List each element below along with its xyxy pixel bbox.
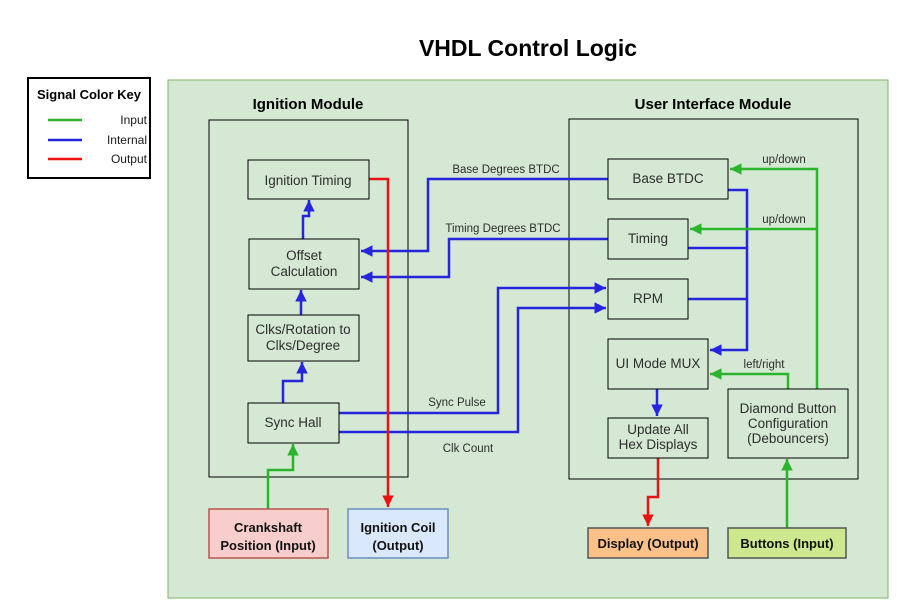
user-interface-module-box — [568, 118, 859, 480]
clk-count-label: Clk Count — [443, 443, 494, 455]
legend-box — [27, 77, 151, 179]
connector-updatehex-to-display — [642, 458, 660, 526]
offset-calculation-label-line1: Offset — [286, 248, 322, 263]
ui-mode-mux-label: UI Mode MUX — [616, 356, 701, 371]
diamond-button-block — [727, 388, 849, 459]
up-down-base-label: up/down — [762, 154, 805, 166]
connector-ignitiontiming-to-ignitioncoil — [369, 177, 394, 507]
user-interface-module-blocks: Base BTDC Timing RPM UI Mode MUX Update … — [607, 158, 849, 459]
crankshaft-position-input-box — [208, 508, 329, 559]
ignition-timing-block — [247, 159, 370, 200]
ignition-coil-label-line2: (Output) — [372, 538, 423, 553]
base-btdc-block — [607, 158, 729, 200]
io-terminal-boxes: Crankshaft Position (Input) Ignition Coi… — [208, 508, 847, 559]
crankshaft-label-line2: Position (Input) — [220, 538, 315, 553]
connector-offset-to-ignitiontiming — [301, 200, 315, 239]
base-btdc-label: Base BTDC — [632, 171, 704, 186]
ignition-coil-label-line1: Ignition Coil — [360, 520, 435, 535]
connector-clkcount-to-rpm — [339, 302, 606, 434]
offset-calculation-block — [248, 238, 360, 290]
legend-input-label: Input — [120, 113, 147, 127]
diamond-button-label-line1: Diamond Button — [740, 401, 837, 416]
display-output-box — [587, 527, 709, 559]
buttons-input-box — [727, 527, 847, 559]
sync-pulse-label: Sync Pulse — [428, 397, 486, 409]
buttons-input-label: Buttons (Input) — [740, 536, 833, 551]
ignition-coil-output-box — [347, 508, 449, 559]
connector-crankshaft-to-synchall — [266, 444, 299, 509]
timing-block — [607, 218, 689, 260]
update-hex-label-line2: Hex Displays — [619, 437, 698, 452]
input-signal-connectors — [266, 163, 819, 528]
base-degrees-btdc-label: Base Degrees BTDC — [452, 164, 559, 176]
ignition-module-blocks: Ignition Timing Offset Calculation Clks/… — [247, 159, 370, 444]
offset-calculation-label-line2: Calculation — [271, 264, 338, 279]
timing-degrees-btdc-label: Timing Degrees BTDC — [445, 223, 560, 235]
timing-label: Timing — [628, 231, 668, 246]
output-signal-connectors — [369, 177, 660, 526]
sync-hall-label: Sync Hall — [264, 415, 321, 430]
ui-mode-mux-block — [607, 338, 709, 390]
ignition-timing-label: Ignition Timing — [264, 173, 351, 188]
signal-text-labels: Base Degrees BTDC Timing Degrees BTDC Sy… — [428, 154, 806, 455]
internal-signal-connectors — [281, 177, 749, 434]
legend-internal-label: Internal — [107, 133, 147, 147]
left-right-label: left/right — [744, 359, 786, 371]
ignition-module-box — [208, 119, 409, 478]
connector-syncpulse-to-rpm — [339, 282, 606, 415]
connector-synchall-to-clksrotation — [281, 362, 308, 403]
update-hex-block — [607, 417, 709, 459]
legend-output-label: Output — [111, 152, 148, 166]
connector-basebtdc-to-offset — [361, 177, 608, 257]
connector-diamond-to-basebtdc — [730, 163, 819, 389]
ignition-module-title: Ignition Module — [253, 96, 364, 113]
diamond-button-label-line2: Configuration — [748, 416, 828, 431]
display-output-label: Display (Output) — [597, 536, 698, 551]
connector-diamond-to-uimodemux — [710, 368, 790, 389]
connector-trunk-to-uimodemux — [710, 188, 749, 356]
clks-rotation-label-line2: Clks/Degree — [266, 338, 340, 353]
update-hex-label-line1: Update All — [627, 422, 689, 437]
user-interface-module-title: User Interface Module — [635, 96, 792, 113]
rpm-label: RPM — [633, 291, 663, 306]
clks-rotation-label-line1: Clks/Rotation to — [255, 322, 350, 337]
signal-color-key-legend: Signal Color Key Input Internal Output — [27, 77, 151, 179]
legend-title: Signal Color Key — [37, 87, 142, 102]
sync-hall-block — [247, 402, 340, 444]
page-title: VHDL Control Logic — [419, 35, 637, 61]
up-down-timing-label: up/down — [762, 214, 805, 226]
clks-rotation-block — [247, 314, 360, 362]
crankshaft-label-line1: Crankshaft — [234, 520, 303, 535]
rpm-block — [607, 278, 689, 320]
connector-timing-to-offset — [361, 237, 608, 283]
diamond-button-label-line3: (Debouncers) — [747, 431, 829, 446]
